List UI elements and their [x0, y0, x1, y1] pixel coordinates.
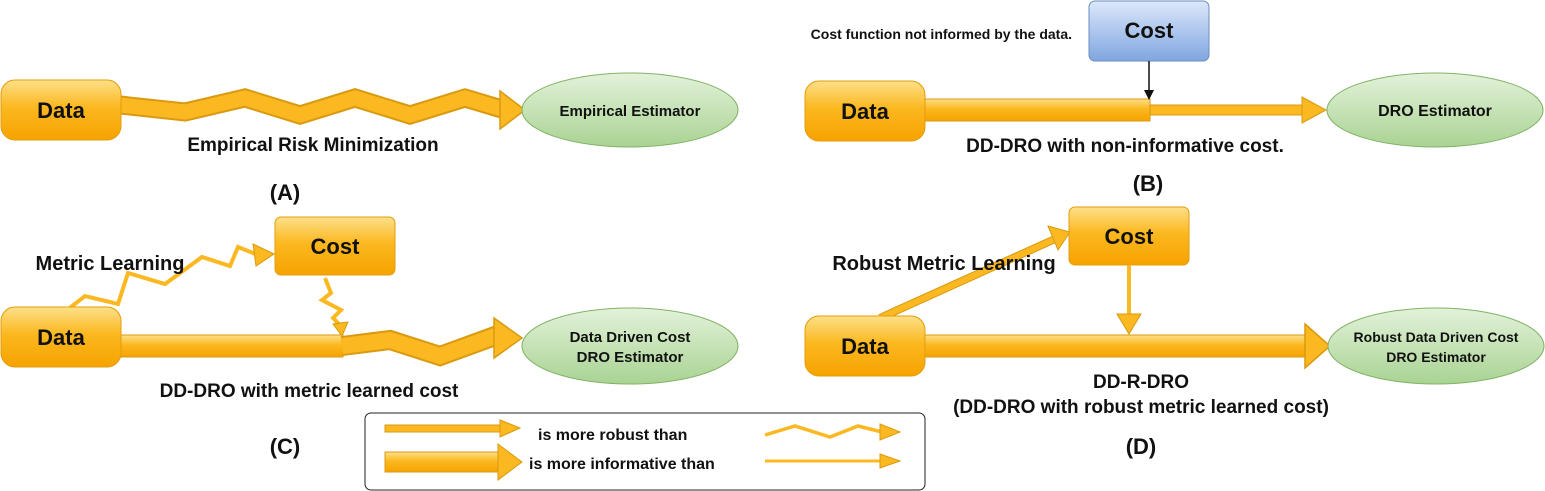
- cost-zigzag-arrowhead-c: [332, 321, 349, 337]
- cost-zigzag-c: [318, 277, 345, 328]
- data-box-b: [804, 80, 926, 142]
- panel-a: Data Empirical Estimator Empirical Risk …: [0, 72, 739, 205]
- estimator-ellipse-c: [521, 307, 739, 385]
- estimator-label-b: DRO Estimator: [1378, 103, 1492, 120]
- thick-arrowhead-d: [1304, 322, 1332, 370]
- thick-zigzag-arrowhead-c: [493, 316, 524, 360]
- estimator-line1-d: Robust Data Driven Cost: [1354, 329, 1519, 345]
- estimator-ellipse-a: [521, 72, 739, 148]
- cost-link-arrowhead-b: [1144, 90, 1154, 100]
- thin-arrowhead-b: [1301, 96, 1328, 124]
- caption-b: DD-DRO with non-informative cost.: [966, 136, 1284, 157]
- estimator-line2-c: DRO Estimator: [577, 349, 684, 366]
- caption-line2-d: (DD-DRO with robust metric learned cost): [953, 397, 1329, 418]
- estimator-line1-c: Data Driven Cost: [570, 329, 691, 346]
- data-label-b: Data: [841, 99, 889, 124]
- panel-tag-c: (C): [270, 434, 301, 459]
- legend-robust-text: is more robust than: [538, 427, 687, 444]
- caption-c: DD-DRO with metric learned cost: [160, 381, 459, 402]
- legend: is more robust than is more informative …: [364, 412, 926, 491]
- data-label-a: Data: [37, 98, 85, 123]
- thick-arrow-shaft-c: [119, 334, 344, 358]
- data-box-d: [804, 315, 926, 377]
- panel-b: Data Cost Cost function not informed by …: [804, 0, 1544, 196]
- learning-arrowhead-d: [1047, 225, 1071, 252]
- learning-label-c: Metric Learning: [36, 253, 185, 275]
- learning-arrowhead-c: [252, 243, 276, 267]
- cost-label-d: Cost: [1105, 224, 1155, 249]
- estimator-ellipse-d: [1327, 307, 1545, 385]
- legend-thin-straight-shaft: [384, 424, 504, 433]
- cost-note-b: Cost function not informed by the data.: [811, 26, 1072, 42]
- data-label-d: Data: [841, 334, 889, 359]
- cost-link-arrowhead-d: [1116, 313, 1142, 335]
- panel-tag-b: (B): [1133, 171, 1164, 196]
- cost-label-c: Cost: [311, 234, 361, 259]
- legend-thin-straight-head: [499, 419, 522, 438]
- zigzag-arrowhead-a: [499, 89, 527, 131]
- panel-tag-d: (D): [1126, 434, 1157, 459]
- cost-box-c: [274, 216, 396, 276]
- legend-thick-shaft: [384, 451, 501, 473]
- estimator-label-a: Empirical Estimator: [560, 103, 701, 120]
- caption-line1-d: DD-R-DRO: [1093, 372, 1189, 393]
- thick-arrow-shaft-d: [923, 334, 1309, 358]
- learning-zigzag-c: [60, 244, 259, 316]
- cost-label-b: Cost: [1125, 18, 1175, 43]
- legend-thin-line-head: [879, 453, 902, 469]
- panel-tag-a: (A): [270, 180, 301, 205]
- thick-arrow-shaft-b: [923, 98, 1151, 122]
- thin-arrow-shaft-b: [1149, 104, 1306, 116]
- data-box-a: [0, 79, 122, 141]
- estimator-ellipse-b: [1326, 72, 1544, 148]
- legend-informative-text: is more informative than: [529, 456, 715, 473]
- panel-d: Cost Data Robust Metric Learning Robust …: [804, 206, 1545, 459]
- data-box-c: [0, 306, 122, 368]
- caption-a: Empirical Risk Minimization: [187, 135, 438, 156]
- learning-label-d: Robust Metric Learning: [832, 253, 1055, 275]
- legend-thick-head: [497, 443, 523, 481]
- legend-zigzag: [764, 424, 883, 439]
- estimator-line2-d: DRO Estimator: [1386, 349, 1486, 365]
- legend-zigzag-head: [879, 423, 902, 441]
- panel-c: Cost Data Metric Learning Data Driven Co…: [0, 216, 739, 459]
- data-label-c: Data: [37, 325, 85, 350]
